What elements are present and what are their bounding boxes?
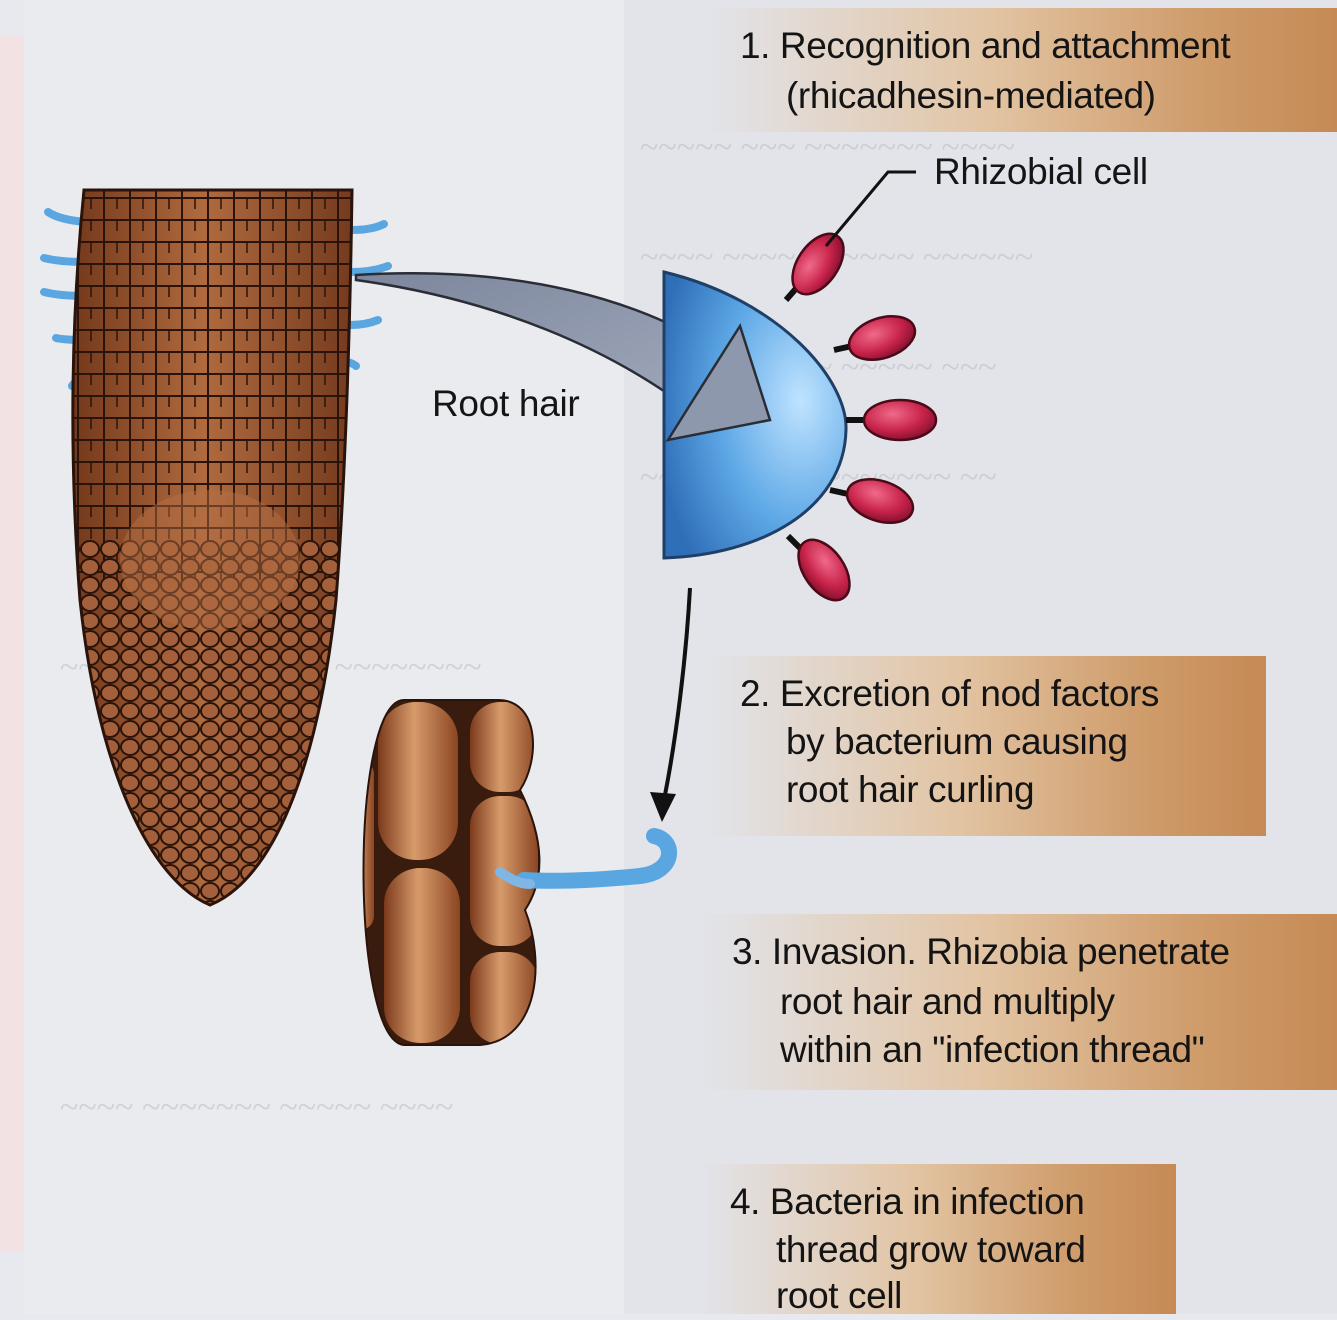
step-2-line-2: by bacterium causing (786, 718, 1128, 766)
step-3-line-1: 3. Invasion. Rhizobia penetrate (732, 928, 1230, 976)
step-4-line-3: root cell (776, 1272, 902, 1320)
step-4-line-1: 4. Bacteria in infection (730, 1178, 1084, 1226)
root-tip (60, 180, 380, 920)
step-1-line-1: 1. Recognition and attachment (740, 22, 1230, 70)
rhizobial-cell-leader (826, 172, 916, 246)
rhizobial-cell-label: Rhizobial cell (934, 148, 1148, 196)
curled-root-hair (524, 836, 669, 881)
step-4-line-2: thread grow toward (776, 1226, 1086, 1274)
root-hair-label: Root hair (432, 380, 579, 428)
curling-arrow (664, 588, 690, 800)
step-3-line-3: within an "infection thread" (780, 1026, 1204, 1074)
step-3-line-2: root hair and multiply (780, 978, 1115, 1026)
step-2-line-3: root hair curling (786, 766, 1034, 814)
step-1-line-2: (rhicadhesin-mediated) (786, 72, 1156, 120)
step-2-line-1: 2. Excretion of nod factors (740, 670, 1159, 718)
